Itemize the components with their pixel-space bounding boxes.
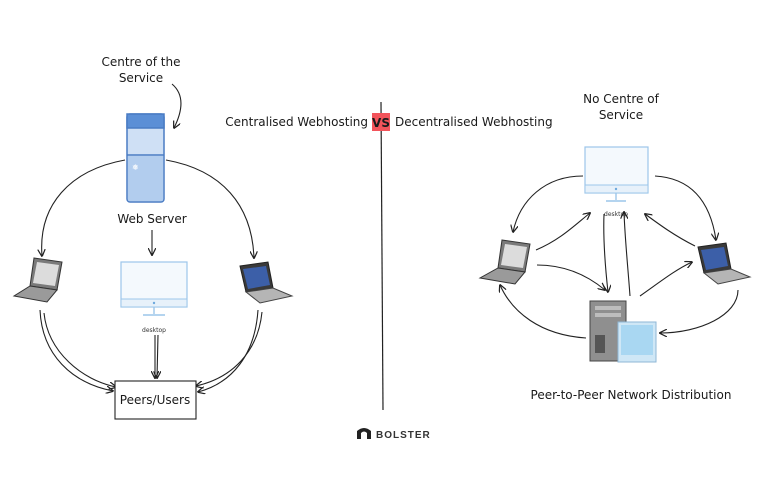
- centralised-title: Centralised Webhosting: [225, 115, 368, 129]
- laptop-icon-p2p-right: [697, 242, 752, 285]
- desktop-icon-right: [584, 146, 649, 202]
- bolster-logo-icon: [357, 428, 371, 439]
- vs-badge: [372, 113, 390, 131]
- web-server-icon: ❅: [126, 113, 165, 203]
- no-centre-line1: No Centre of: [583, 92, 659, 106]
- vs-label: VS: [372, 116, 390, 130]
- web-server-label: Web Server: [117, 212, 186, 226]
- p2p-caption: Peer-to-Peer Network Distribution: [531, 388, 732, 402]
- centre-label-line2: Service: [119, 71, 163, 85]
- desktop-label-right: desktop: [604, 211, 628, 218]
- laptop-icon-right-of-left: [239, 261, 294, 304]
- centre-label-line1: Centre of the: [101, 55, 180, 69]
- no-centre-line2: Service: [599, 108, 643, 122]
- desktop-icon-left: [120, 261, 188, 316]
- peers-label: Peers/Users: [120, 393, 190, 407]
- server-pc-icon: [589, 300, 657, 363]
- svg-text:❅: ❅: [132, 163, 139, 172]
- laptop-icon-p2p-left: [478, 239, 531, 285]
- brand-name: BOLSTER: [376, 430, 431, 441]
- peers-box: [114, 380, 197, 420]
- laptop-icon-left: [12, 257, 63, 303]
- desktop-label-left: desktop: [142, 327, 166, 334]
- center-divider: [380, 101, 384, 411]
- decentralised-title: Decentralised Webhosting: [395, 115, 553, 129]
